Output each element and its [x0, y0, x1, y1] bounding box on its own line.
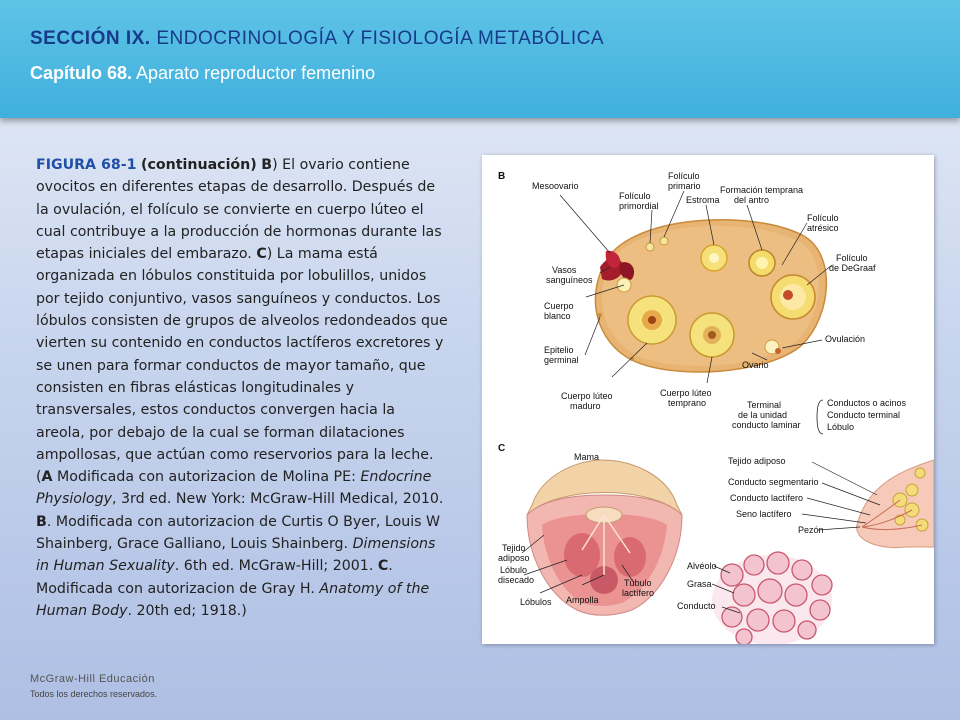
label-pezon: Pezón [798, 525, 824, 535]
label-tejido-left-2: adiposo [498, 553, 530, 563]
label-conducto-lactifero: Conducto lactífero [730, 493, 803, 503]
figure-caption: FIGURA 68-1 (continuación) B) El ovario … [36, 154, 448, 622]
section-title: SECCIÓN IX. ENDOCRINOLOGÍA Y FISIOLOGÍA … [30, 28, 604, 50]
label-atresico-2: atrésico [807, 223, 839, 233]
label-tubulo-2: lactífero [622, 588, 654, 598]
label-seno-lactifero: Seno lactífero [736, 509, 792, 519]
label-terminal-1: Terminal [747, 400, 781, 410]
label-grasa: Grasa [687, 579, 712, 589]
caption-text-4: , 3rd ed. New York: McGraw-Hill Medical,… [112, 491, 443, 507]
label-tubulo-1: Túbulo [624, 578, 652, 588]
panel-c-letter: C [498, 443, 505, 454]
figure-label: FIGURA 68-1 [36, 157, 136, 173]
copyright-notice: Todos los derechos reservados. [30, 689, 157, 699]
label-terminal-3: conducto laminar [732, 420, 801, 430]
label-tejido-left-1: Tejido [502, 543, 526, 553]
breast-lateral-illustration [857, 460, 934, 548]
label-epitelio-2: germinal [544, 355, 579, 365]
continuation-label: (continuación) [141, 157, 257, 173]
chapter-name: Aparato reproductor femenino [136, 63, 375, 83]
label-blanco-2: blanco [544, 311, 571, 321]
label-degraaf-2: de DeGraaf [829, 263, 876, 273]
lobule-histology-illustration [712, 552, 832, 644]
label-conducto-segmentario: Conducto segmentario [728, 477, 819, 487]
label-vasos-2: sanguíneos [546, 275, 593, 285]
label-ampolla: Ampolla [566, 595, 599, 605]
label-terminal-2: de la unidad [738, 410, 787, 420]
label-lobulos: Lóbulos [520, 597, 552, 607]
panel-ref-b: B [261, 157, 272, 173]
label-blanco-1: Cuerpo [544, 301, 574, 311]
label-lobulo: Lóbulo [827, 422, 854, 432]
label-mesoovario: Mesoovario [532, 181, 579, 191]
panel-ref-c: C [256, 246, 266, 262]
terminal-unit-labels: Terminal de la unidad conducto laminar C… [732, 398, 907, 434]
label-luteo-temprano-2: temprano [668, 398, 706, 408]
label-ovario: Ovario [742, 360, 769, 370]
label-atresico-1: Folículo [807, 213, 839, 223]
label-luteo-maduro-1: Cuerpo lúteo [561, 391, 613, 401]
label-foliculo-primordial-2: primordial [619, 201, 659, 211]
caption-text-8: . 20th ed; 1918.) [128, 603, 247, 619]
slide-header: SECCIÓN IX. ENDOCRINOLOGÍA Y FISIOLOGÍA … [0, 0, 960, 118]
label-foliculo-primordial-1: Folículo [619, 191, 651, 201]
ovary-illustration [595, 220, 826, 372]
label-epitelio-1: Epitelio [544, 345, 574, 355]
label-estroma: Estroma [686, 195, 720, 205]
caption-text-6: . 6th ed. McGraw-Hill; 2001. [175, 558, 378, 574]
panel-b-letter: B [498, 171, 505, 182]
source-ref-c: C [378, 558, 388, 574]
label-conductos-acinos: Conductos o acinos [827, 398, 907, 408]
label-luteo-maduro-2: maduro [570, 401, 601, 411]
label-formacion-2: del antro [734, 195, 769, 205]
section-label: SECCIÓN IX. [30, 28, 151, 49]
label-ovulacion: Ovulación [825, 334, 865, 344]
label-foliculo-primario-1: Folículo [668, 171, 700, 181]
source-ref-b: B [36, 514, 47, 530]
label-mama: Mama [574, 452, 599, 462]
label-vasos-1: Vasos [552, 265, 577, 275]
chapter-label: Capítulo 68. [30, 63, 132, 83]
section-name: ENDOCRINOLOGÍA Y FISIOLOGÍA METABÓLICA [156, 28, 604, 49]
label-tejido-adiposo: Tejido adiposo [728, 456, 786, 466]
chapter-title: Capítulo 68. Aparato reproductor femenin… [30, 63, 375, 84]
label-alveolo: Alvéolo [687, 561, 717, 571]
label-lobulo-disecado-1: Lóbulo [500, 565, 527, 575]
publisher-brand: McGraw-Hill Educación [30, 673, 155, 685]
label-conducto: Conducto [677, 601, 716, 611]
label-formacion-1: Formación temprana [720, 185, 803, 195]
breast-section-illustration [527, 460, 682, 615]
caption-text-2: ) La mama está organizada en lóbulos con… [36, 246, 448, 485]
anatomy-figure: B [482, 155, 934, 644]
label-conducto-terminal: Conducto terminal [827, 410, 900, 420]
label-foliculo-primario-2: primario [668, 181, 701, 191]
source-ref-a: A [42, 469, 53, 485]
label-lobulo-disecado-2: disecado [498, 575, 534, 585]
label-degraaf-1: Folículo [836, 253, 868, 263]
label-luteo-temprano-1: Cuerpo lúteo [660, 388, 712, 398]
caption-text-3: Modificada con autorizacion de Molina PE… [53, 469, 361, 485]
